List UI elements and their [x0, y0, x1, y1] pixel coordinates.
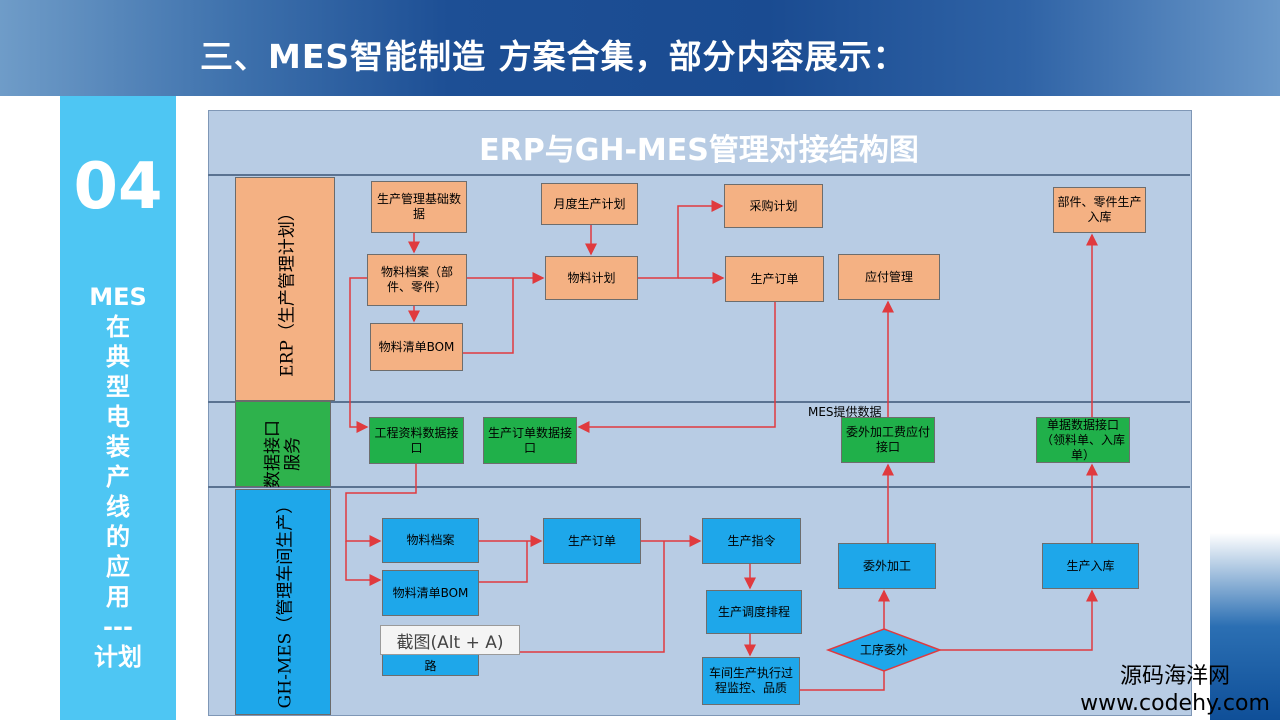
lane-divider: [208, 486, 1190, 488]
lane-erp: ERP（生产管理计划）: [235, 177, 335, 401]
top-banner: [0, 0, 1280, 96]
box-order-data-interface: 生产订单数据接口: [483, 417, 577, 464]
box-monthly-plan: 月度生产计划: [541, 183, 638, 225]
box-production-stock-in: 生产入库: [1042, 543, 1139, 589]
box-eng-data-interface: 工程资料数据接口: [369, 417, 464, 464]
sidebar-char: 的: [106, 523, 130, 551]
lane-data-interface: 数据接口服务: [235, 401, 331, 488]
watermark-line-1: 源码海洋网: [1119, 664, 1230, 689]
lane-divider: [208, 174, 1190, 176]
screenshot-tooltip: 截图(Alt + A): [380, 625, 520, 655]
box-parts-stock-in: 部件、零件生产入库: [1053, 187, 1146, 233]
sidebar-char: 在: [106, 313, 130, 341]
mes-provides-data-label: MES提供数据: [808, 405, 882, 419]
box-mes-bom: 物料清单BOM: [382, 570, 479, 616]
sidebar-char: 产: [106, 463, 130, 491]
box-material-plan: 物料计划: [545, 256, 638, 300]
page-title: 三、MES智能制造 方案合集，部分内容展示：: [200, 37, 907, 76]
left-strip: [60, 96, 176, 720]
diagram-canvas: [208, 110, 1192, 716]
box-mes-material-file: 物料档案: [382, 518, 479, 563]
box-outsource-fee-interface: 委外加工费应付接口: [841, 417, 935, 463]
sidebar-vertical-title: MES 在 典 型 电 装 产 线 的 应 用 --- 计划: [60, 282, 176, 672]
sidebar-char: 装: [106, 433, 130, 461]
sidebar-char: ---: [103, 613, 133, 641]
diagram-title: ERP与GH-MES管理对接结构图: [479, 133, 919, 168]
box-purchase-plan: 采购计划: [724, 184, 823, 228]
sidebar-char: 用: [106, 583, 130, 611]
sidebar-char: 型: [106, 373, 130, 401]
lane-mes-label: GH-MES（管理车间生产）: [275, 496, 296, 709]
box-erp-prod-order: 生产订单: [725, 256, 824, 302]
lane-erp-label: ERP（生产管理计划）: [277, 204, 298, 377]
sidebar-char: 典: [106, 343, 130, 371]
box-prod-command: 生产指令: [702, 518, 801, 564]
lane-divider: [208, 401, 1190, 403]
chapter-number: 04: [73, 150, 163, 224]
sidebar-char: 线: [106, 493, 130, 521]
sidebar-char: 电: [106, 403, 130, 431]
watermark-line-2: www.codehy.com: [1080, 691, 1270, 716]
box-erp-material-file: 物料档案（部件、零件）: [367, 254, 467, 306]
box-doc-data-interface: 单据数据接口（领料单、入库单）: [1036, 417, 1130, 463]
sidebar-char: 应: [106, 553, 130, 581]
box-mes-prod-order: 生产订单: [543, 518, 641, 564]
box-mgmt-base-data: 生产管理基础数据: [371, 181, 467, 233]
sidebar-char: 计划: [94, 643, 142, 671]
box-outsource-processing: 委外加工: [838, 543, 936, 589]
decision-process-outsource: 工序委外: [859, 642, 908, 657]
box-prod-schedule: 生产调度排程: [706, 590, 802, 634]
right-decoration: [1210, 96, 1280, 720]
box-workshop-execution: 车间生产执行过程监控、品质: [702, 657, 800, 705]
box-payables: 应付管理: [838, 254, 940, 300]
lane-gh-mes: GH-MES（管理车间生产）: [235, 489, 331, 715]
box-erp-bom: 物料清单BOM: [370, 323, 463, 371]
watermark: 源码海洋网 www.codehy.com: [1075, 663, 1275, 717]
lane-data-label: 数据接口服务: [263, 420, 303, 488]
sidebar-char: MES: [89, 283, 147, 311]
